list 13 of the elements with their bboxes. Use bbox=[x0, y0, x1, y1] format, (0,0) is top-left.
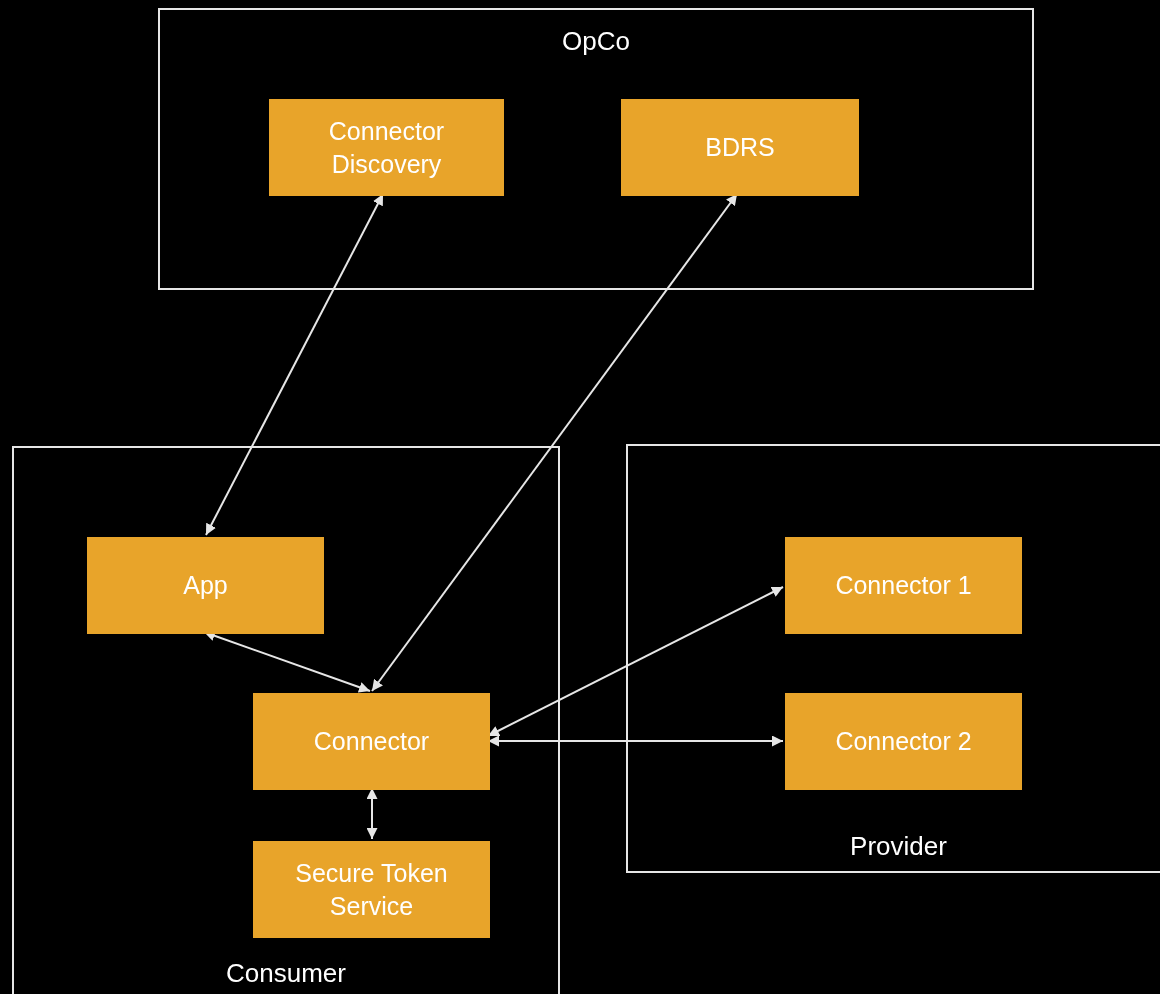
component-box: App bbox=[87, 537, 324, 634]
group-frame bbox=[626, 444, 1160, 873]
group-frame bbox=[12, 446, 560, 994]
group-label: Provider bbox=[849, 833, 948, 859]
component-box: Connector bbox=[253, 693, 490, 790]
component-box: Connector Discovery bbox=[269, 99, 504, 196]
component-box: Secure Token Service bbox=[253, 841, 490, 938]
group-frame bbox=[158, 8, 1034, 290]
group-label: OpCo bbox=[561, 28, 631, 54]
component-box: Connector 2 bbox=[785, 693, 1022, 790]
group-label: Consumer bbox=[225, 960, 347, 986]
component-box: Connector 1 bbox=[785, 537, 1022, 634]
component-box: BDRS bbox=[621, 99, 859, 196]
